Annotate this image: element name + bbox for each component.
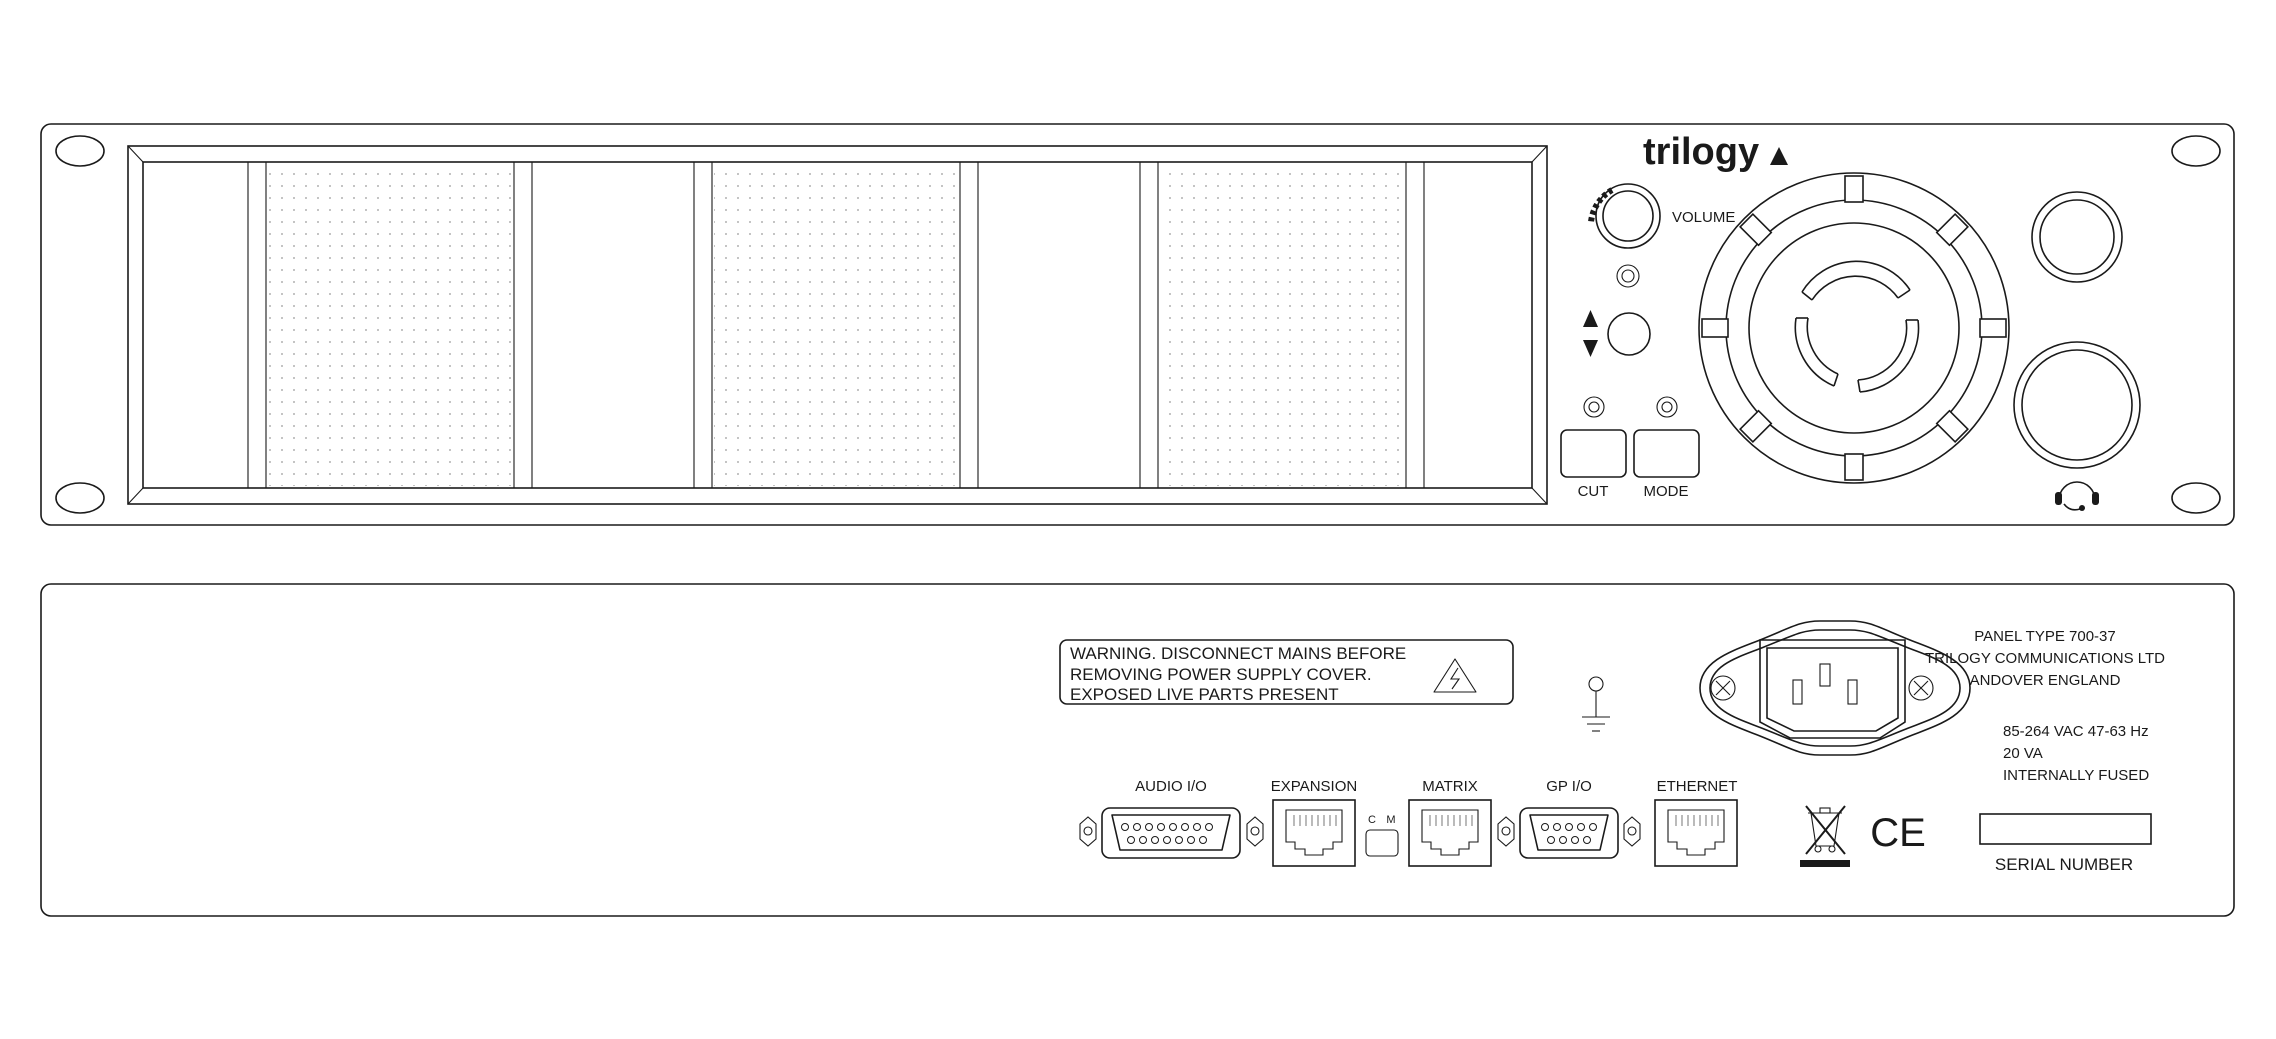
nameplate-line-2: TRILOGY COMMUNICATIONS LTD (1925, 650, 2165, 667)
warning-label (1059, 639, 1514, 705)
gp-io-connector[interactable] (1497, 807, 1641, 859)
brand-logo: trilogy (1643, 131, 1759, 173)
rear-panel: WARNING. DISCONNECT MAINS BEFORE REMOVIN… (40, 583, 2235, 917)
electric-hazard-icon (1433, 658, 1477, 693)
key-panel-window (127, 145, 1548, 505)
warning-line-2: REMOVING POWER SUPPLY COVER. (1070, 665, 1372, 684)
speaker-grille (714, 164, 958, 486)
warning-line-1: WARNING. DISCONNECT MAINS BEFORE (1070, 644, 1406, 663)
volume-knob[interactable] (1588, 183, 1661, 249)
mode-label: MODE (1644, 483, 1689, 500)
power-rating-line-3: INTERNALLY FUSED (2003, 767, 2149, 784)
up-down-arrows-icon (1583, 310, 1598, 357)
serial-number-box (1979, 813, 2152, 845)
switch-m-label: M (1386, 814, 1395, 826)
ground-icon (1582, 676, 1610, 732)
logo-triangle-icon (1770, 147, 1788, 165)
cut-led (1583, 396, 1605, 418)
ethernet-rj45-port[interactable] (1654, 799, 1738, 867)
mode-led (1656, 396, 1678, 418)
matrix-label: MATRIX (1422, 778, 1478, 795)
front-panel-outline (40, 123, 2235, 526)
cm-switch[interactable] (1365, 829, 1399, 857)
cut-label: CUT (1578, 483, 1609, 500)
headset-jack[interactable] (2013, 341, 2141, 469)
ethernet-label: ETHERNET (1657, 778, 1738, 795)
speaker-grille (268, 164, 512, 486)
audio-io-connector[interactable] (1079, 807, 1264, 859)
gp-io-label: GP I/O (1546, 778, 1592, 795)
rack-mount-hole (2171, 135, 2221, 167)
iec-mains-inlet-icon[interactable] (1699, 620, 1971, 756)
matrix-rj45-port[interactable] (1408, 799, 1492, 867)
select-button[interactable] (1607, 312, 1651, 356)
power-rating-line-2: 20 VA (2003, 745, 2043, 762)
nameplate-line-3: ANDOVER ENGLAND (1970, 672, 2121, 689)
speaker-grille (1160, 164, 1404, 486)
microphone-jack[interactable] (2031, 191, 2123, 283)
mode-button[interactable] (1633, 429, 1700, 478)
expansion-label: EXPANSION (1271, 778, 1357, 795)
status-led (1616, 264, 1640, 288)
microphone-ring (1698, 172, 2010, 484)
ce-mark: CE (1870, 811, 1926, 855)
cut-button[interactable] (1560, 429, 1627, 478)
rack-mount-hole (55, 482, 105, 514)
headset-icon (2055, 481, 2099, 511)
rear-panel-outline (40, 583, 2235, 917)
nameplate-line-1: PANEL TYPE 700-37 (1974, 628, 2115, 645)
audio-io-label: AUDIO I/O (1135, 778, 1207, 795)
rack-mount-hole (2171, 482, 2221, 514)
front-panel: trilogy VOLUME CUT MODE (40, 123, 2235, 526)
rack-mount-hole (55, 135, 105, 167)
warning-line-3: EXPOSED LIVE PARTS PRESENT (1070, 685, 1339, 704)
switch-c-label: C (1368, 814, 1376, 826)
volume-label: VOLUME (1672, 209, 1735, 226)
expansion-rj45-port[interactable] (1272, 799, 1356, 867)
serial-number-label: SERIAL NUMBER (1995, 855, 2133, 874)
weee-bin-icon (1800, 805, 1850, 867)
power-rating-line-1: 85-264 VAC 47-63 Hz (2003, 723, 2149, 740)
